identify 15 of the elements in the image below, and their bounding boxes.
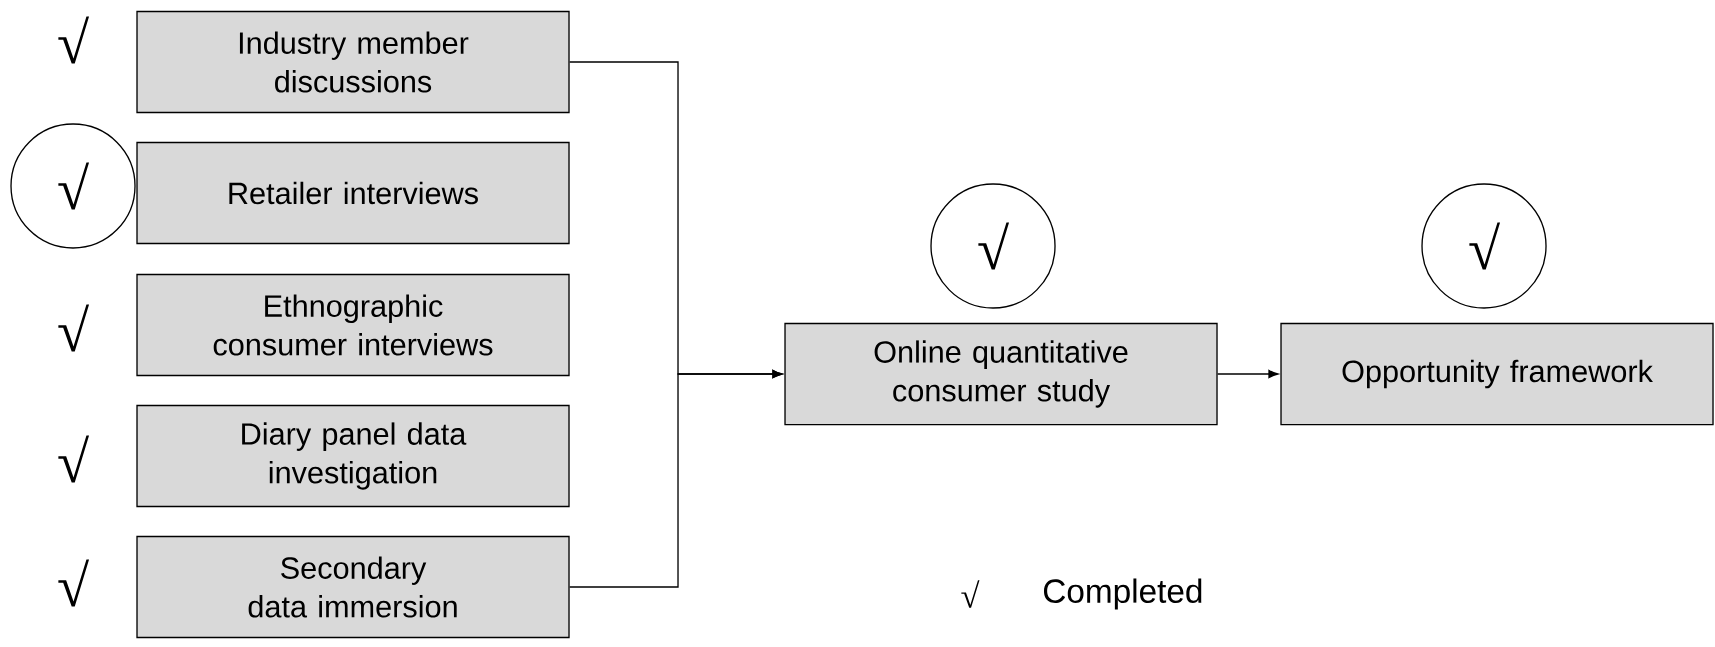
arrow (1217, 369, 1279, 379)
process-box: Online quantitative consumer study (784, 322, 1218, 426)
check-mark: √ (58, 16, 90, 64)
process-box: Opportunity framework (1280, 322, 1714, 426)
arrow (569, 369, 783, 588)
check-mark: √ (58, 304, 90, 352)
process-box: Secondary data immersion (136, 535, 570, 639)
process-box: Retailer interviews (136, 141, 570, 245)
process-box: Diary panel data investigation (136, 404, 570, 508)
check-mark: √ (961, 580, 980, 608)
legend-text: Completed (1044, 578, 1202, 610)
process-box: Industry member discussions (136, 10, 570, 114)
check-mark: √ (58, 435, 90, 483)
check-mark: √ (58, 559, 90, 607)
process-box: Ethnographic consumer interviews (136, 273, 570, 377)
